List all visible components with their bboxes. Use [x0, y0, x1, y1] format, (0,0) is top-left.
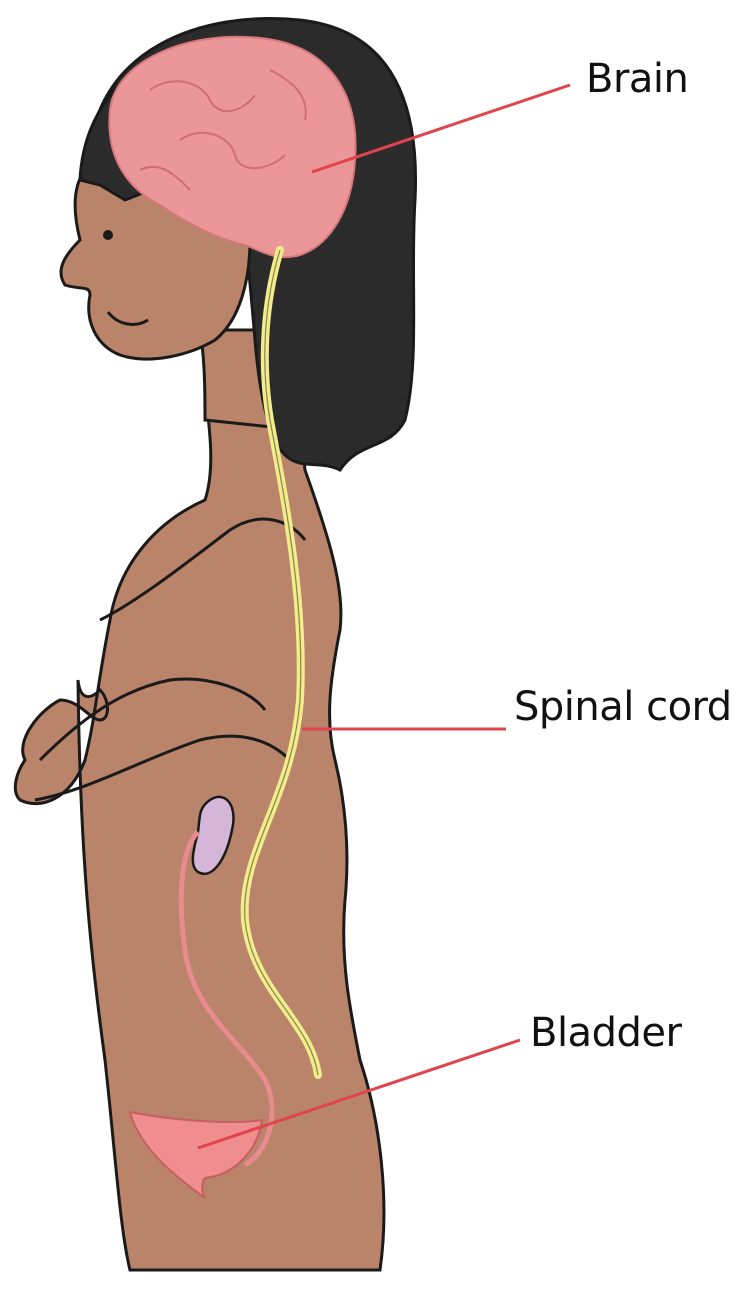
brain-label: Brain — [586, 56, 688, 102]
bladder-label: Bladder — [530, 1010, 681, 1056]
eye — [103, 230, 113, 240]
spinal-cord-label: Spinal cord — [514, 684, 732, 730]
